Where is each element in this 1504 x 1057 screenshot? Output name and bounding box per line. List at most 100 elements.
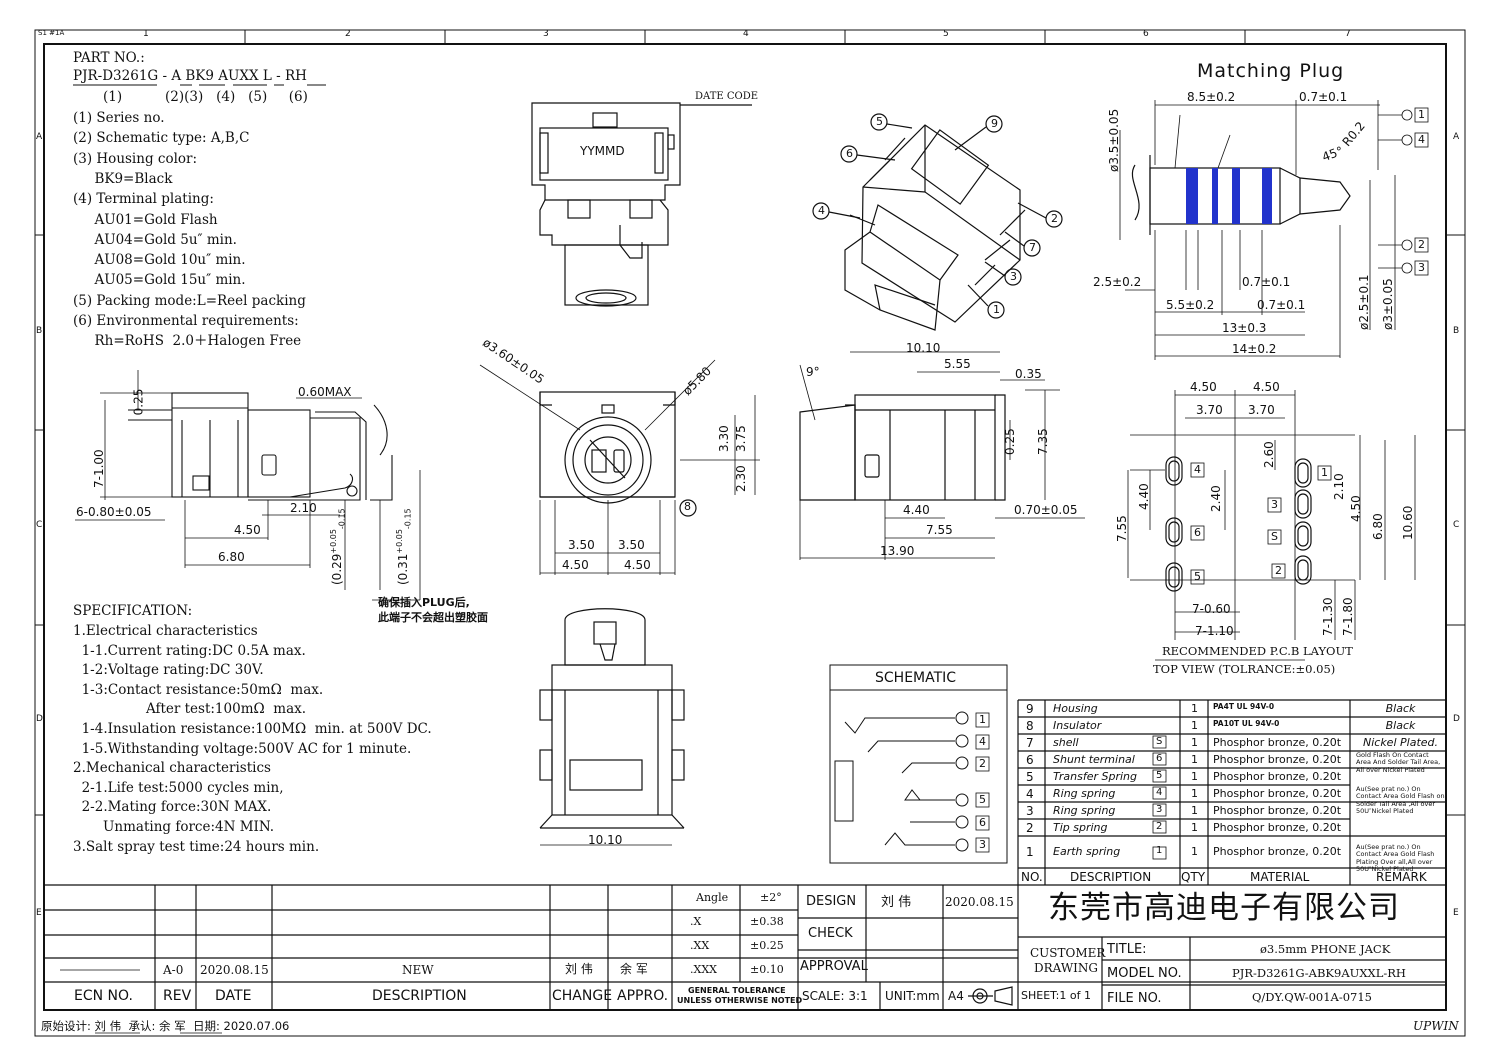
callout-number: 1 bbox=[993, 303, 1000, 316]
grid-col-6: 6 bbox=[1143, 29, 1149, 39]
pcb-dim-7-55: 7.55 bbox=[1115, 515, 1129, 542]
plug-dim-0-7-a: 0.7±0.1 bbox=[1299, 90, 1348, 104]
grid-col-5: 5 bbox=[943, 29, 949, 39]
paper-size: A4 bbox=[948, 989, 964, 1003]
plug-dim-5-5: 5.5±0.2 bbox=[1166, 298, 1215, 312]
bom-row-qty: 1 bbox=[1191, 753, 1198, 766]
dim-7-35: 7.35 bbox=[1036, 428, 1050, 455]
plug-dim-2-5: 2.5±0.2 bbox=[1093, 275, 1142, 289]
plug-note-1: 确保插入PLUG后, bbox=[378, 596, 470, 609]
bom-row-no: 3 bbox=[1026, 804, 1034, 818]
header-rev: REV bbox=[163, 988, 192, 1004]
bom-row-material: Phosphor bronze, 0.20t bbox=[1213, 821, 1342, 834]
sheet-label: SHEET:1 of 1 bbox=[1021, 989, 1091, 1002]
bom-row-desc: Transfer Spring bbox=[1053, 770, 1137, 783]
tol-xxx-label: .XXX bbox=[690, 963, 717, 976]
bom-row-desc: Ring spring bbox=[1053, 787, 1116, 800]
spec-line: 1.Electrical characteristics bbox=[73, 623, 258, 639]
bom-row-no: 4 bbox=[1026, 787, 1034, 801]
pcb-dim-7-1-80: 7-1.80 bbox=[1341, 597, 1355, 636]
bom-row-tag: S bbox=[1156, 736, 1163, 747]
dim-6-0-80: 6-0.80±0.05 bbox=[76, 505, 152, 519]
bom-row-material: PA10T UL 94V-0 bbox=[1213, 719, 1280, 728]
part-no-legend-line: AU04=Gold 5u″ min. bbox=[73, 231, 237, 248]
grid-row-c-right: C bbox=[1453, 520, 1460, 530]
dim-7-55: 7.55 bbox=[926, 523, 953, 537]
grid-col-2: 2 bbox=[345, 29, 351, 39]
bom-row-qty: 1 bbox=[1191, 845, 1198, 858]
header-description: DESCRIPTION bbox=[372, 988, 467, 1004]
spec-line: Unmating force:4N MIN. bbox=[73, 819, 275, 835]
design-label: DESIGN bbox=[806, 894, 857, 909]
callout-number: 4 bbox=[1194, 463, 1201, 476]
dim-4-50-b: 4.50 bbox=[624, 558, 651, 572]
pcb-dim-3-70-b: 3.70 bbox=[1248, 403, 1275, 417]
bom-row-material: Phosphor bronze, 0.20t bbox=[1213, 787, 1342, 800]
scale-label: SCALE: 3:1 bbox=[802, 989, 868, 1003]
callout-number: 2 bbox=[1418, 238, 1425, 251]
bom-row-material: PA4T UL 94V-0 bbox=[1213, 702, 1275, 711]
part-no-legend-line: (6) Environmental requirements: bbox=[73, 313, 299, 329]
callout-number: 5 bbox=[979, 793, 986, 806]
part-no-legend-line: (1) Series no. bbox=[73, 110, 165, 126]
dim-7-1-00: 7-1.00 bbox=[92, 449, 106, 488]
bom-row-material: Phosphor bronze, 0.20t bbox=[1213, 736, 1342, 749]
grid-row-d-right: D bbox=[1453, 714, 1460, 724]
bom-header-no: NO. bbox=[1021, 870, 1043, 884]
grid-row-e: E bbox=[36, 908, 42, 918]
part-no-legend-line: AU05=Gold 15u″ min. bbox=[73, 272, 246, 289]
bom-row-qty: 1 bbox=[1191, 821, 1198, 834]
dim-10-10-b: 10.10 bbox=[588, 833, 623, 847]
callout-number: 4 bbox=[1418, 133, 1425, 146]
dim-3-50-b: 3.50 bbox=[618, 538, 645, 552]
bom-row-remark: Au(See prat no.) On Contact Area Gold Fl… bbox=[1356, 843, 1435, 874]
bom-row-tag: 1 bbox=[1156, 845, 1163, 856]
dim-3-75: 3.75 bbox=[734, 425, 748, 452]
callout-number: 2 bbox=[1275, 564, 1282, 577]
part-no-legend-line: (5) Packing mode:L=Reel packing bbox=[73, 292, 306, 309]
part-no-legend-line: AU01=Gold Flash bbox=[73, 211, 218, 228]
spec-line: 1-3:Contact resistance:50mΩ max. bbox=[73, 681, 324, 698]
part-no-label: PART NO.: bbox=[73, 50, 145, 66]
tol-angle-label: Angle bbox=[696, 891, 729, 904]
pcb-dim-4-50-b: 4.50 bbox=[1253, 380, 1280, 394]
bom-row-desc: Housing bbox=[1053, 702, 1098, 715]
bom-row-material: Phosphor bronze, 0.20t bbox=[1213, 845, 1342, 858]
dim-0-35: 0.35 bbox=[1015, 367, 1042, 381]
dim-4-50-left: 4.50 bbox=[234, 523, 261, 537]
pcb-dim-3-70-a: 3.70 bbox=[1196, 403, 1223, 417]
spec-line: 2-1.Life test:5000 cycles min, bbox=[73, 779, 284, 796]
pcb-dim-7-1-10: 7-1.10 bbox=[1195, 624, 1234, 638]
part-no-legend-line: (3) Housing color: bbox=[73, 150, 198, 167]
pcb-dim-6-80: 6.80 bbox=[1371, 513, 1385, 540]
title-value: ø3.5mm PHONE JACK bbox=[1260, 942, 1391, 956]
part-no-code: PJR-D3261G - A BK9 AUXX L - RH bbox=[73, 68, 307, 84]
gen-tol-2: UNLESS OTHERWISE NOTED bbox=[677, 996, 803, 1005]
bom-row-qty: 1 bbox=[1191, 719, 1198, 732]
bom-row-desc: shell bbox=[1053, 736, 1079, 749]
callout-number: 2 bbox=[1051, 212, 1058, 225]
spec-line: 2-2.Mating force:30N MAX. bbox=[73, 799, 272, 816]
rev-desc: NEW bbox=[402, 963, 434, 977]
file-value: Q/DY.QW-001A-0715 bbox=[1252, 990, 1372, 1004]
bom-header-desc: DESCRIPTION bbox=[1070, 870, 1152, 884]
bom-header-remark: REMARK bbox=[1376, 870, 1427, 884]
rev-change: 刘 伟 bbox=[565, 962, 593, 976]
model-value: PJR-D3261G-ABK9AUXXL-RH bbox=[1232, 966, 1406, 980]
schematic-title: SCHEMATIC bbox=[875, 670, 957, 686]
grid-row-c: C bbox=[36, 520, 43, 530]
pcb-dim-2-60: 2.60 bbox=[1262, 441, 1276, 468]
dim-0-60max: 0.60MAX bbox=[298, 385, 352, 399]
spec-title: SPECIFICATION: bbox=[73, 603, 193, 619]
header-change: CHANGE bbox=[552, 988, 613, 1004]
spec-line: 1-1.Current rating:DC 0.5A max. bbox=[73, 642, 306, 659]
tol-angle-value: ±2° bbox=[760, 891, 782, 904]
approval-label: APPROVAL bbox=[800, 959, 868, 974]
bom-row-tag: 3 bbox=[1156, 804, 1163, 815]
header-appro: APPRO. bbox=[617, 988, 669, 1004]
callout-number: 3 bbox=[979, 838, 986, 851]
dim-5-55: 5.55 bbox=[944, 357, 971, 371]
bom-row-no: 9 bbox=[1026, 702, 1034, 716]
dim-0-70: 0.70±0.05 bbox=[1014, 503, 1078, 517]
